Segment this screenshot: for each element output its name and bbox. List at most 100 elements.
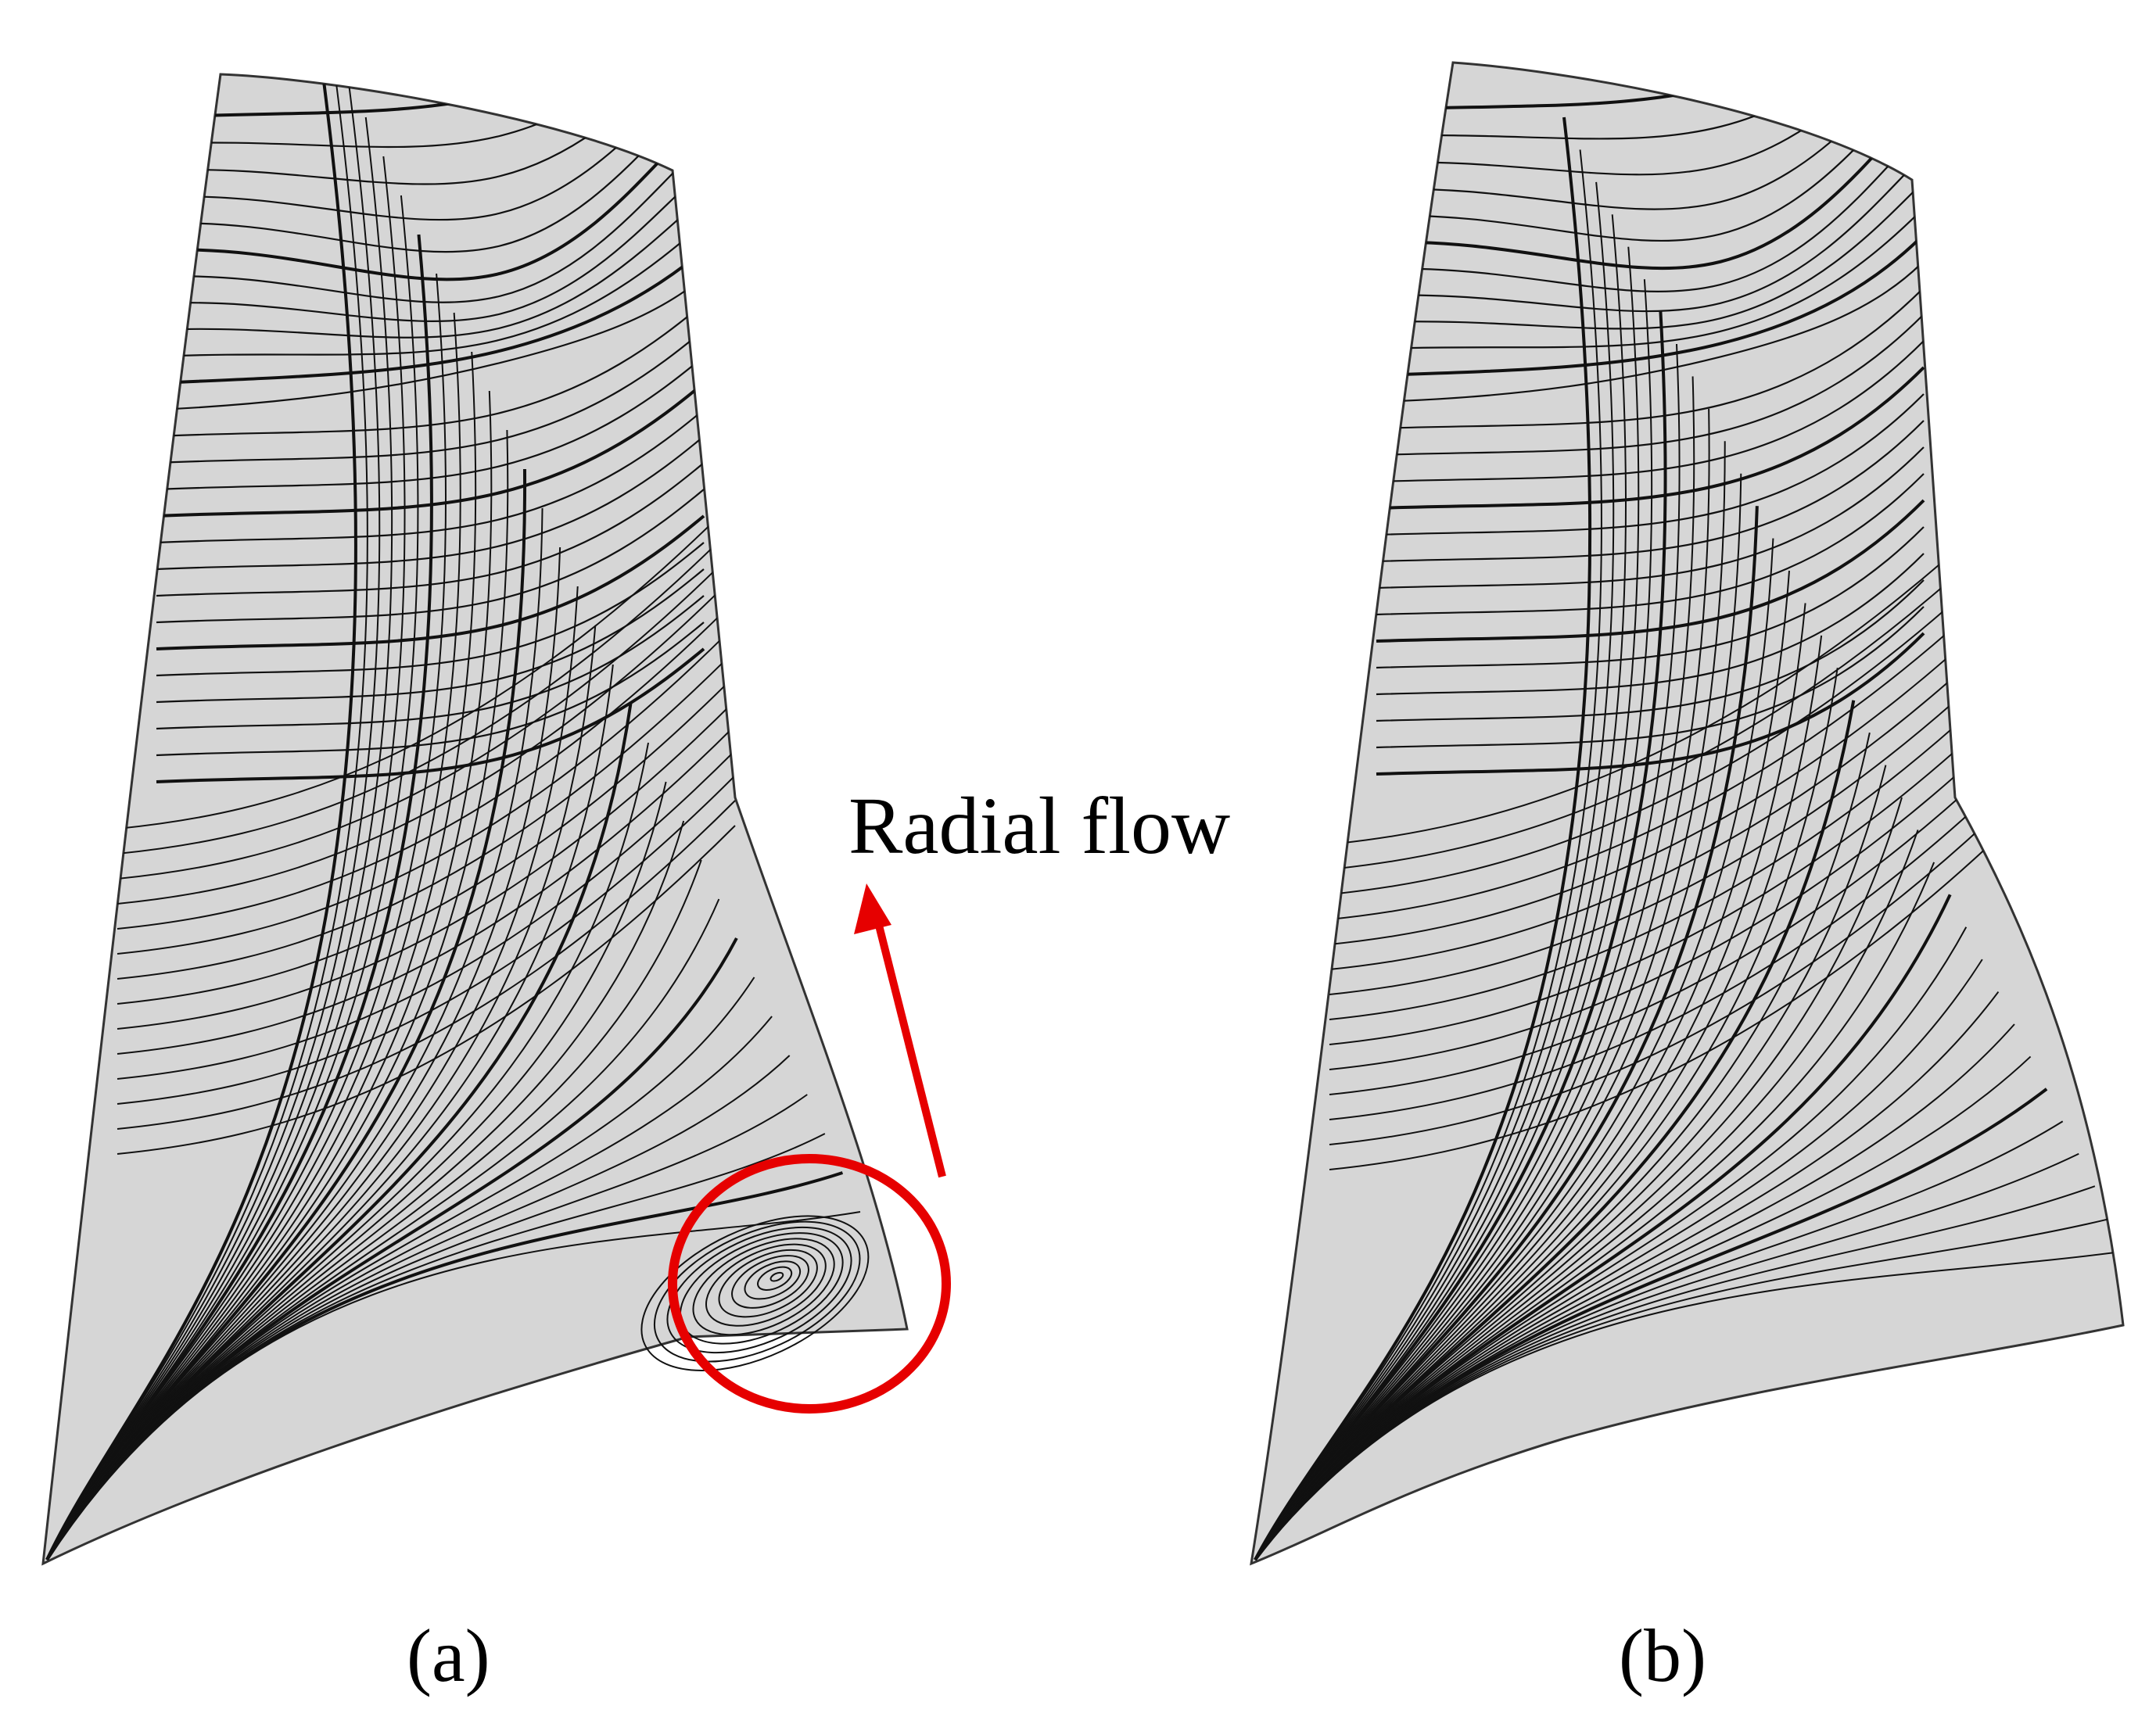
streamline xyxy=(156,435,705,571)
streamline xyxy=(1254,441,1726,1561)
streamline xyxy=(156,595,705,730)
streamline xyxy=(1329,607,2003,945)
streamline xyxy=(156,116,705,281)
streamline xyxy=(156,462,705,597)
streamline xyxy=(1376,100,1925,271)
streamline xyxy=(117,800,736,1130)
streamline xyxy=(1254,311,1667,1561)
streamline xyxy=(117,825,736,1155)
streamline xyxy=(156,143,705,303)
streamline xyxy=(156,409,705,544)
streamline xyxy=(46,1211,861,1561)
streamline xyxy=(1254,538,1774,1561)
streamline xyxy=(1376,526,1925,669)
streamline xyxy=(1376,314,1925,457)
streamline xyxy=(1329,683,2003,1020)
streamline xyxy=(156,303,705,438)
streamline xyxy=(1376,499,1925,643)
streamline xyxy=(1376,260,1925,403)
streamline xyxy=(1329,758,2003,1095)
vortex-ring xyxy=(757,1266,793,1291)
streamline xyxy=(1254,408,1710,1561)
streamline xyxy=(45,234,433,1561)
streamline xyxy=(1329,708,2003,1045)
vortex-ring xyxy=(718,1249,818,1318)
streamline xyxy=(117,725,736,1055)
streamline xyxy=(117,675,736,1005)
vortex-ring xyxy=(769,1271,784,1282)
streamline xyxy=(1329,783,2003,1120)
streamline xyxy=(1376,366,1925,510)
streamline xyxy=(46,312,461,1561)
streamline xyxy=(46,273,447,1561)
panel-a-surface xyxy=(41,73,909,1566)
streamline xyxy=(1329,507,2003,845)
panel-b-label: (b) xyxy=(1619,1614,1706,1697)
panel-b-streamline-plot xyxy=(1250,61,2125,1566)
vortex-ring xyxy=(653,1220,861,1363)
streamline xyxy=(156,74,705,149)
streamline xyxy=(156,568,705,704)
streamline xyxy=(46,77,381,1561)
panel-b-streamlines xyxy=(1254,63,2123,1561)
streamline xyxy=(117,700,736,1030)
streamline xyxy=(117,575,736,905)
streamline xyxy=(1376,287,1925,430)
radial-flow-arrowhead xyxy=(854,883,891,934)
radial-flow-arrow xyxy=(870,903,946,1178)
streamline xyxy=(1329,808,2003,1145)
streamline xyxy=(156,514,705,650)
streamline xyxy=(1376,553,1925,696)
streamline xyxy=(1376,127,1925,292)
streamline xyxy=(46,116,393,1561)
streamline xyxy=(1376,393,1925,536)
streamline xyxy=(156,196,705,339)
radial-flow-label: Radial flow xyxy=(848,781,1231,871)
streamline xyxy=(1376,181,1925,330)
streamline xyxy=(46,351,477,1561)
vortex-ring xyxy=(666,1226,852,1354)
streamline xyxy=(117,650,736,980)
streamline xyxy=(117,525,736,855)
streamline xyxy=(156,542,705,677)
streamline xyxy=(156,356,705,491)
vortex-ring xyxy=(744,1260,802,1300)
streamline xyxy=(156,329,705,464)
streamline xyxy=(1329,582,2003,920)
streamline xyxy=(156,223,705,358)
panel-a-label: (a) xyxy=(407,1614,490,1697)
streamline xyxy=(117,625,736,955)
streamline xyxy=(1376,632,1925,776)
streamline xyxy=(1254,214,1627,1561)
streamline xyxy=(156,249,705,385)
streamline xyxy=(1254,149,1602,1561)
vortex-ring xyxy=(705,1243,827,1327)
vortex-ring xyxy=(692,1238,835,1336)
streamline xyxy=(117,775,736,1105)
streamline xyxy=(117,550,736,880)
streamline xyxy=(1376,233,1925,377)
vortex-highlight-circle xyxy=(668,1154,951,1414)
streamline xyxy=(1329,733,2003,1070)
streamline xyxy=(1376,63,1925,140)
streamline xyxy=(1376,446,1925,589)
streamline xyxy=(156,170,705,322)
streamline xyxy=(156,622,705,757)
streamline xyxy=(1376,154,1925,313)
streamline xyxy=(1254,1250,2123,1561)
streamline xyxy=(1376,207,1925,350)
streamline xyxy=(1329,632,2003,970)
streamline xyxy=(1254,181,1615,1561)
streamline xyxy=(46,156,406,1561)
streamline xyxy=(117,600,736,930)
streamline xyxy=(1254,343,1681,1561)
streamline xyxy=(1329,532,2003,870)
streamline xyxy=(1376,579,1925,722)
vortex-ring xyxy=(640,1215,870,1371)
streamline xyxy=(1254,506,1759,1561)
panel-a-streamlines xyxy=(45,74,861,1561)
streamline xyxy=(1329,658,2003,995)
streamline xyxy=(156,382,705,518)
streamline xyxy=(1329,557,2003,895)
panel-a-streamline-plot xyxy=(41,73,951,1566)
